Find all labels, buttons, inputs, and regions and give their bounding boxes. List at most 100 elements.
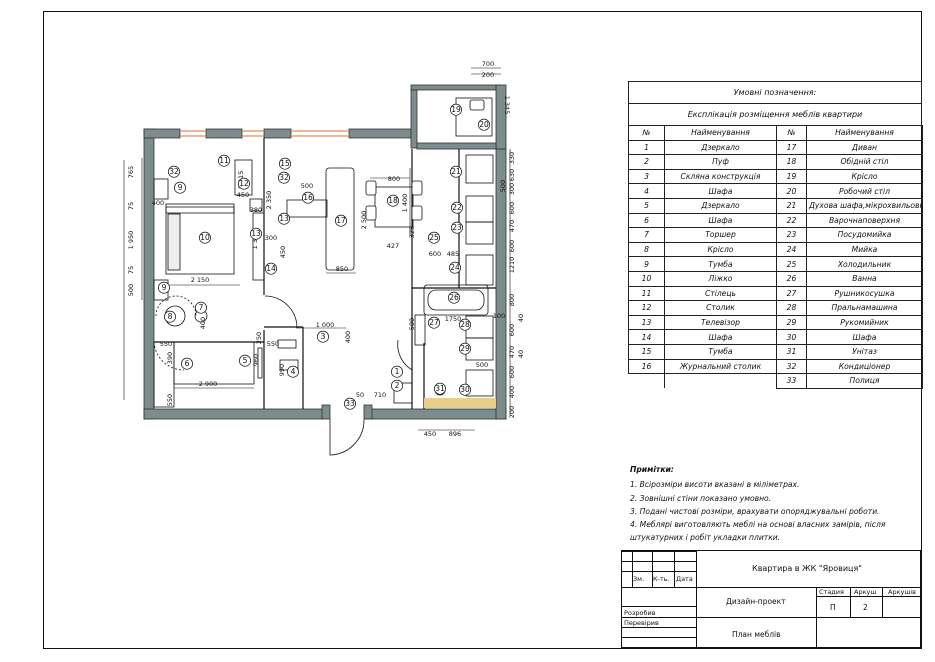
dimension-label: 380 <box>250 206 262 214</box>
table-cell: 14 <box>628 329 665 345</box>
table-cell: 33 <box>776 373 807 389</box>
dimension-label: 990 <box>278 364 286 376</box>
dimension-label: 450 <box>237 191 249 199</box>
table-cell: 9 <box>628 256 665 272</box>
table-cell: 29 <box>776 314 807 331</box>
item-number: 26 <box>449 293 459 302</box>
dimension-label: 2 500 <box>360 211 368 230</box>
item-marker <box>459 318 471 331</box>
header-name: Найменування <box>664 125 777 141</box>
dimension-label: 800 <box>388 175 400 183</box>
table-cell: Диван <box>806 139 923 156</box>
table-cell: Робочий стіл <box>806 183 923 199</box>
item-marker <box>434 382 446 395</box>
dimension-label: 600 <box>508 366 516 378</box>
dimension-label: 600 <box>508 240 516 252</box>
table-cell: 27 <box>776 285 807 302</box>
item-number: 22 <box>452 203 462 212</box>
checked-label: Перевірив <box>624 619 659 627</box>
table-cell: 24 <box>776 241 807 258</box>
dimension-label: 710 <box>374 391 386 399</box>
stage-header: Стадия <box>819 588 844 596</box>
table-cell: Шафа <box>664 212 777 229</box>
item-marker <box>478 118 490 131</box>
table-cell: Варочнаповерхня <box>806 212 923 229</box>
dimension-label: 500 <box>127 284 135 296</box>
table-cell: Ванна <box>806 270 923 287</box>
dimension-label: 2 350 <box>265 191 273 210</box>
item-number: 15 <box>280 159 290 168</box>
item-marker <box>335 214 347 227</box>
table-cell: Столик <box>664 300 777 316</box>
dimension-label: 40 <box>517 314 525 322</box>
dimension-label: 390 <box>166 352 174 364</box>
table-cell: Крісло <box>806 168 923 185</box>
dimension-label: 1 400 <box>401 194 409 213</box>
table-cell: Пральнамашина <box>806 300 923 316</box>
item-number: 9 <box>178 183 183 192</box>
table-cell: Крісло <box>664 241 777 258</box>
item-number: 33 <box>345 399 355 408</box>
dimension-label: 300 <box>265 234 277 242</box>
dimension-label: 400 <box>152 199 164 207</box>
dimension-label: 630 <box>508 169 516 181</box>
dimension-label: 250 <box>255 332 263 344</box>
table-cell: 31 <box>776 343 807 360</box>
notes: Примітки: 1. Всірозміри висоти вказані в… <box>630 463 920 545</box>
item-marker <box>448 291 460 304</box>
item-marker <box>158 281 170 294</box>
notes-heading: Примітки: <box>630 465 674 474</box>
table-cell: Шафа <box>664 329 777 345</box>
table-cell: Дзеркало <box>664 139 777 156</box>
item-marker <box>174 181 186 194</box>
dimension-label: 200 <box>508 406 516 418</box>
table-cell: Пуф <box>664 154 777 170</box>
drawing-name: План меблів <box>732 630 781 639</box>
table-cell: Посудомийка <box>806 227 923 243</box>
item-number: 10 <box>200 233 210 242</box>
item-number: 6 <box>185 359 190 368</box>
legend-table: Умовні позначення: Експлікація розміщенн… <box>628 81 923 389</box>
item-number: 23 <box>452 223 462 232</box>
item-marker <box>278 212 290 225</box>
sheet-value: 2 <box>863 603 868 612</box>
dimension-label: 500 <box>499 180 507 192</box>
item-marker <box>302 191 314 204</box>
legend-subtitle: Експлікація розміщення меблів квартири <box>628 103 922 125</box>
item-number: 28 <box>460 320 470 329</box>
table-header-row: № Найменування № Найменування <box>628 125 923 141</box>
dimension-label: 450 <box>279 246 287 258</box>
item-marker <box>238 177 250 190</box>
dimension-label: 765 <box>127 166 135 178</box>
design-label: Дизайн-проект <box>726 597 786 606</box>
col-data: Дата <box>676 575 693 583</box>
dimension-label: 400 <box>508 386 516 398</box>
dimension-label: 550 <box>166 394 174 406</box>
item-marker <box>317 330 329 343</box>
dimension-label: 800 <box>508 294 516 306</box>
col-kuch: К-ть. <box>653 575 670 583</box>
table-cell: Журнальний столик <box>664 358 777 375</box>
item-number: 2 <box>395 381 400 390</box>
table-cell: Шафа <box>806 329 923 345</box>
item-number: 12 <box>239 179 249 188</box>
item-marker <box>450 103 462 116</box>
item-number: 31 <box>435 384 445 393</box>
item-number: 30 <box>460 385 470 394</box>
dimension-label: 700 <box>482 60 494 68</box>
item-marker <box>199 231 211 244</box>
item-marker <box>265 262 277 275</box>
item-marker <box>250 227 262 240</box>
item-marker <box>287 365 299 378</box>
item-number: 14 <box>266 264 276 273</box>
table-cell: 3 <box>628 168 665 185</box>
